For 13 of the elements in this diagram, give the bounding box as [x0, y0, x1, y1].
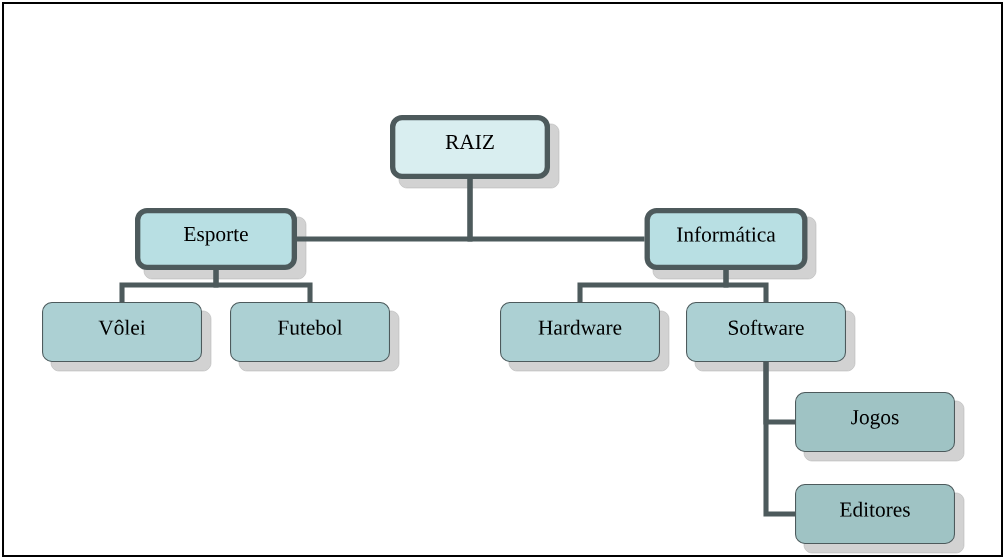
connector-line: [213, 270, 313, 302]
process-box: Jogos: [795, 392, 965, 462]
process-box: Esporte: [135, 208, 307, 280]
connector-line: [467, 179, 645, 242]
connector-line: [763, 362, 795, 517]
process-box: Vôlei: [42, 302, 212, 372]
process-box: Informática: [644, 208, 817, 280]
process-box: RAIZ: [390, 115, 560, 189]
process-box: Editores: [795, 484, 965, 554]
connector-line: [723, 270, 769, 302]
process-box: Futebol: [230, 302, 400, 372]
process-box: Software: [686, 302, 856, 372]
process-box: Hardware: [500, 302, 670, 372]
